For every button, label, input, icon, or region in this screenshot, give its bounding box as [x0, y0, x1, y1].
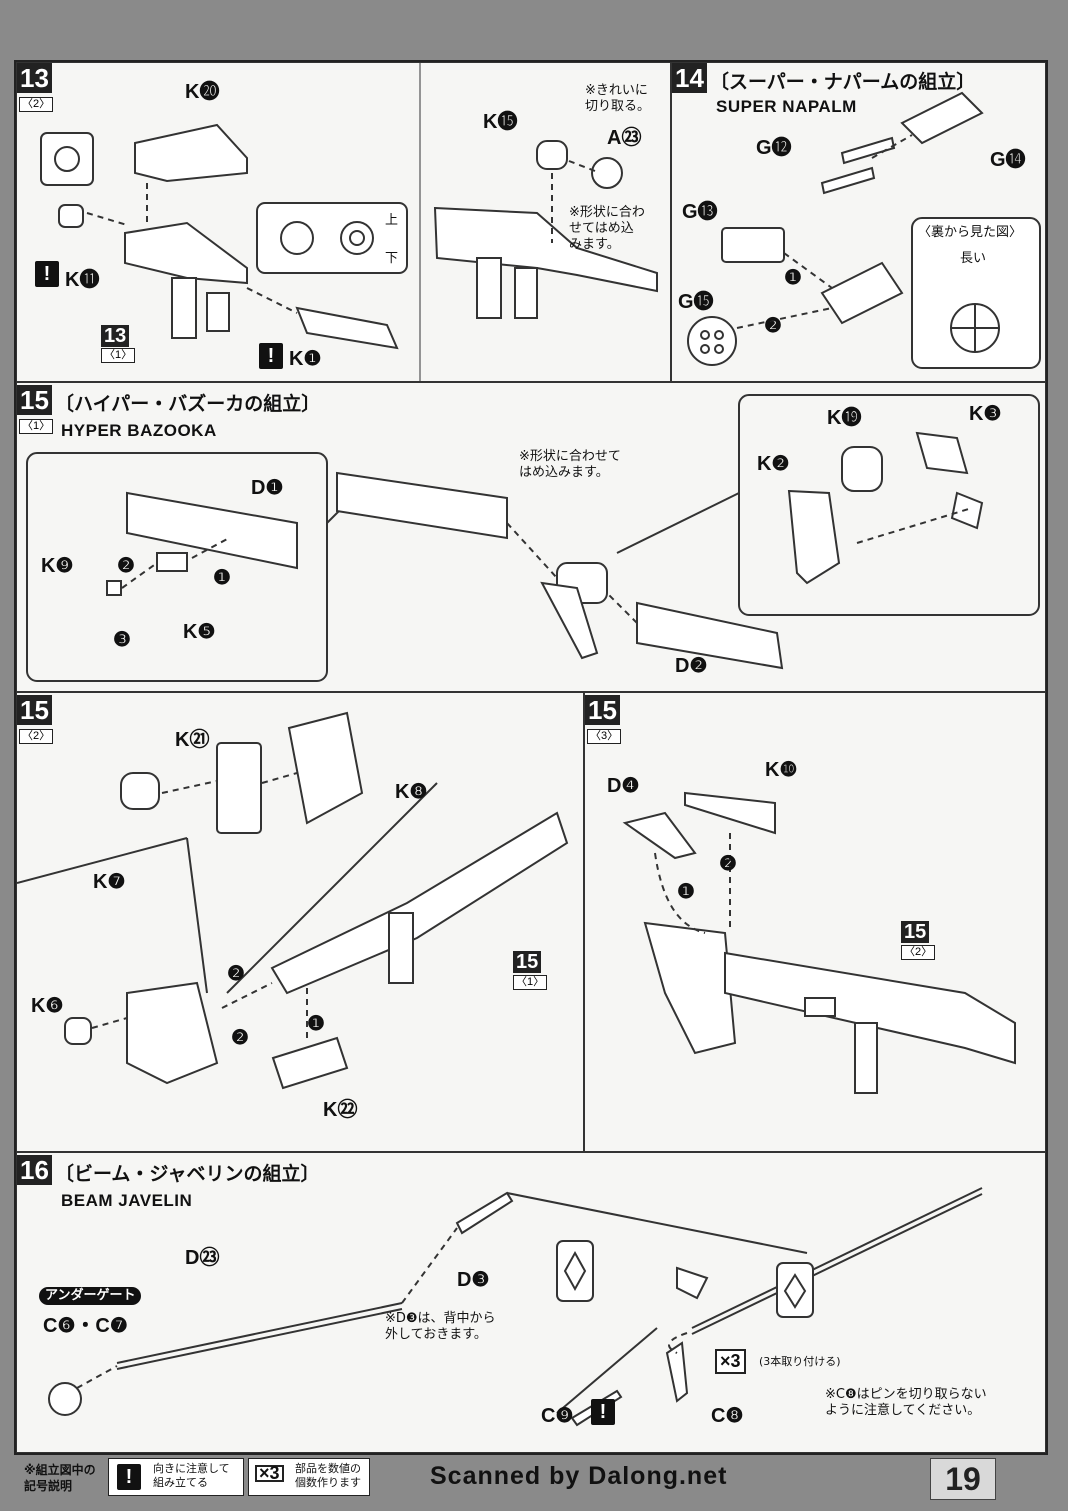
warning-icon: ! [35, 261, 59, 287]
step-16-illustration [48, 1187, 983, 1427]
note-c8-pin: ※C❽はピンを切り取らない ように注意してください。 [825, 1387, 987, 1418]
warning-icon: ! [117, 1464, 141, 1490]
note-cut-clean: ※きれいに 切り取る。 [585, 83, 651, 114]
step-marker-1: ❶ [784, 267, 802, 289]
scanned-by-credit: Scanned by Dalong.net [430, 1462, 728, 1490]
ref-step-sub: 〈1〉 [513, 975, 548, 990]
step-number: 15 [17, 385, 52, 415]
step-marker-2: ❷ [117, 555, 135, 577]
part-label-d1: D❶ [251, 477, 284, 499]
legend-warn-box: ! 向きに注意して 組み立てる [108, 1458, 244, 1496]
step-14-panel: 14 〔スーパー・ナパームの組立〕 SUPER NAPALM G⓬ G⓮ G⓭ … [671, 62, 1046, 382]
step-title: 〔ハイパー・バズーカの組立〕 [55, 393, 321, 415]
step-marker-2: ❷ [764, 315, 782, 337]
part-label-c9: C❾ [541, 1405, 574, 1427]
part-label-k8: K❽ [395, 781, 428, 803]
instruction-page: 13 〈2〉 K⓴ ! K⓫ 13 〈1〉 ! K❶ 上 下 K⓯ ※きれいに … [14, 60, 1048, 1455]
mark-bottom: 下 [385, 251, 399, 266]
part-label-k5: K❺ [183, 621, 216, 643]
note-fit-shape: ※形状に合わ せてはめ込 みます。 [569, 205, 645, 252]
part-label-k19: K⓳ [827, 407, 862, 429]
step-15-2-illustration [17, 711, 569, 1090]
step-marker-2: ❷ [231, 1027, 249, 1049]
warning-icon: ! [259, 343, 283, 369]
step-marker-2: ❷ [227, 963, 245, 985]
part-label-c8: C❽ [711, 1405, 744, 1427]
step-marker-2: ❷ [719, 853, 737, 875]
part-label-k20: K⓴ [185, 81, 220, 103]
step-title-en: SUPER NAPALM [716, 97, 857, 116]
note-fit-shape: ※形状に合わせて はめ込みます。 [519, 449, 621, 480]
x3-note: (3本取り付ける) [759, 1355, 841, 1368]
part-label-k7: K❼ [93, 871, 126, 893]
part-label-g15: G⓯ [678, 291, 714, 313]
part-label-k22: K㉒ [323, 1099, 358, 1121]
step-number: 13 [17, 63, 52, 93]
step-number: 16 [17, 1155, 52, 1185]
part-label-a23: A㉓ [607, 127, 642, 149]
step-15-2-panel: 15 〈2〉 K㉑ K❽ K❼ 15 〈1〉 ❷ ❶ ❷ K❻ K㉒ [16, 692, 584, 1152]
part-label-k9: K❾ [41, 555, 74, 577]
legend-x3-box: ×3 部品を数値の 個数作ります [248, 1458, 370, 1496]
ref-step-number: 15 [901, 921, 930, 943]
ref-step-number: 15 [513, 951, 542, 973]
warning-icon: ! [591, 1399, 615, 1425]
step-title: 〔ビーム・ジャベリンの組立〕 [55, 1163, 320, 1185]
part-label-k21: K㉑ [175, 729, 210, 751]
step-sub-number: 〈2〉 [19, 97, 54, 112]
note-remove-d3: ※D❸は、背中から 外しておきます。 [385, 1311, 496, 1342]
ref-step-sub: 〈2〉 [901, 945, 936, 960]
step-13-2-panel: 13 〈2〉 K⓴ ! K⓫ 13 〈1〉 ! K❶ 上 下 K⓯ ※きれいに … [16, 62, 671, 382]
step-title-en: BEAM JAVELIN [61, 1191, 193, 1210]
under-gate-label: アンダーゲート [39, 1287, 142, 1305]
step-number: 15 [585, 695, 620, 725]
ref-step-number: 13 [101, 325, 130, 347]
page-footer: ※組立図中の 記号説明 ! 向きに注意して 組み立てる ×3 部品を数値の 個数… [0, 1458, 1068, 1511]
x3-badge: ×3 [715, 1349, 746, 1374]
part-label-k6: K❻ [31, 995, 64, 1017]
part-label-k15: K⓯ [483, 111, 518, 133]
part-label-g13: G⓭ [682, 201, 718, 223]
legend-x3-text: 部品を数値の 個数作ります [295, 1462, 361, 1489]
step-16-panel: 16 〔ビーム・ジャベリンの組立〕 BEAM JAVELIN D㉓ D❸ アンダ… [16, 1152, 1046, 1453]
step-sub-number: 〈3〉 [587, 729, 622, 744]
part-label-k3: K❸ [969, 403, 1002, 425]
mark-top: 上 [385, 213, 399, 228]
part-label-d4: D❹ [607, 775, 640, 797]
step-15-3-illustration [622, 791, 1016, 1094]
step-15-1-panel: 15 〈1〉 〔ハイパー・バズーカの組立〕 HYPER BAZOOKA D❶ K… [16, 382, 1046, 692]
part-label-k1: K❶ [289, 348, 322, 370]
part-label-k10: K❿ [765, 759, 798, 781]
part-label-d3: D❸ [457, 1269, 490, 1291]
step-marker-1: ❶ [307, 1013, 325, 1035]
step-15-3-panel: 15 〈3〉 D❹ K❿ ❶ ❷ 15 〈2〉 [584, 692, 1046, 1152]
step-sub-number: 〈1〉 [19, 419, 54, 434]
part-label-d2: D❷ [675, 655, 708, 677]
page-number: 19 [930, 1458, 996, 1500]
part-label-k11: K⓫ [65, 269, 100, 291]
step-number: 15 [17, 695, 52, 725]
part-label-g14: G⓮ [990, 149, 1026, 171]
step-15-1-illustration [26, 394, 1040, 682]
legend-title: ※組立図中の 記号説明 [24, 1463, 96, 1493]
back-view-label: 〈裏から見た図〉 [918, 225, 1023, 240]
long-label: 長い [960, 251, 987, 266]
part-label-d23: D㉓ [185, 1247, 220, 1269]
step-marker-1: ❶ [677, 881, 695, 903]
step-13-illustration [40, 63, 658, 381]
part-label-c6-c7: C❻・C❼ [43, 1315, 128, 1337]
ref-step-sub: 〈1〉 [101, 348, 136, 363]
step-number: 14 [672, 63, 707, 93]
legend-x3-icon: ×3 [255, 1464, 284, 1482]
part-label-k2: K❷ [757, 453, 790, 475]
step-title: 〔スーパー・ナパームの組立〕 [710, 71, 976, 93]
part-label-g12: G⓬ [756, 137, 792, 159]
step-title-en: HYPER BAZOOKA [61, 421, 217, 440]
step-14-illustration [687, 91, 1041, 369]
step-sub-number: 〈2〉 [19, 729, 54, 744]
legend-warn-text: 向きに注意して 組み立てる [153, 1462, 230, 1489]
step-marker-1: ❶ [213, 567, 231, 589]
step-marker-3: ❸ [113, 629, 131, 651]
